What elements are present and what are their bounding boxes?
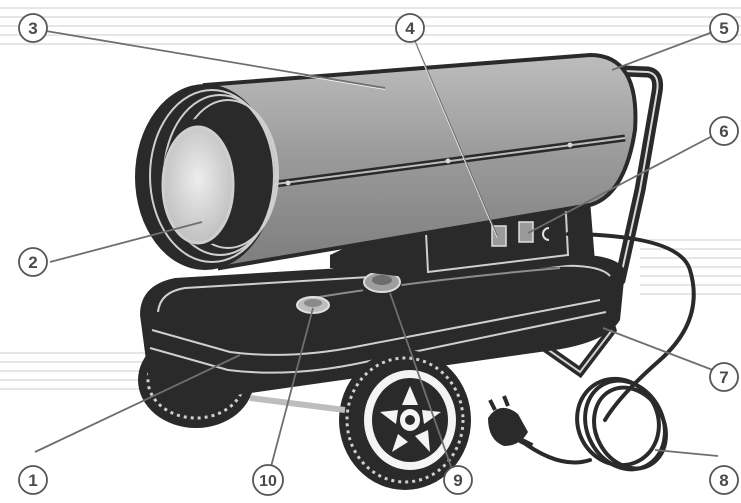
callout-4: 4 <box>396 14 424 42</box>
callout-1-label: 1 <box>28 471 37 490</box>
callout-2-label: 2 <box>28 253 37 272</box>
callout-4-label: 4 <box>405 19 415 38</box>
plug <box>488 396 532 446</box>
air-outlet <box>163 127 233 243</box>
callout-9-label: 9 <box>453 471 462 490</box>
callout-3: 3 <box>19 14 47 42</box>
callout-2: 2 <box>19 248 47 276</box>
callout-8: 8 <box>710 466 738 494</box>
axle <box>250 398 345 410</box>
callout-6-label: 6 <box>719 122 728 141</box>
callout-7-label: 7 <box>719 368 728 387</box>
callout-10: 10 <box>253 465 283 495</box>
callout-9: 9 <box>444 466 472 494</box>
callout-8-label: 8 <box>719 471 728 490</box>
callout-5: 5 <box>710 14 738 42</box>
callout-5-label: 5 <box>719 19 728 38</box>
callout-3-label: 3 <box>28 19 37 38</box>
callout-10-label: 10 <box>259 473 277 490</box>
callout-1: 1 <box>19 466 47 494</box>
callout-7: 7 <box>710 363 738 391</box>
callout-6: 6 <box>710 117 738 145</box>
